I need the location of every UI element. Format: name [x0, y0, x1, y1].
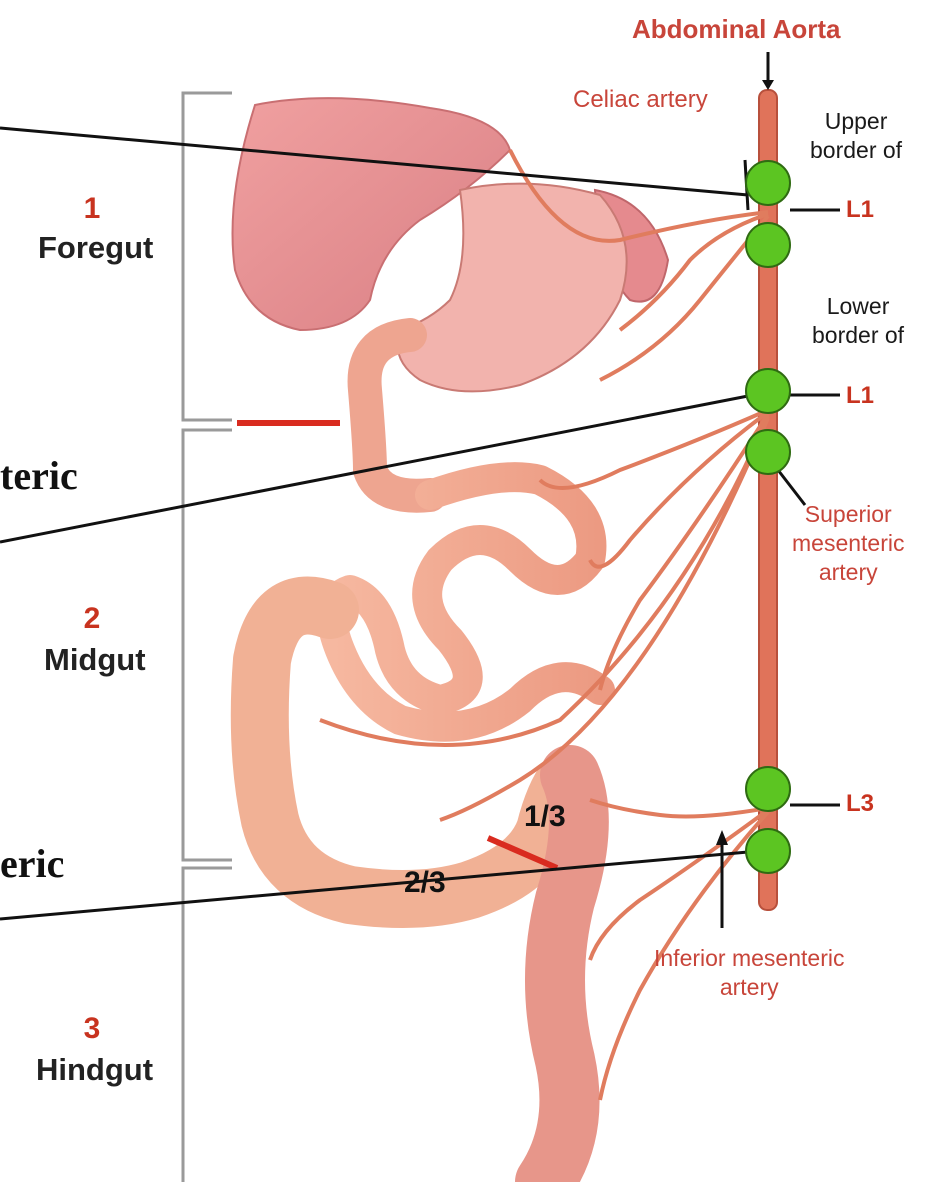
sma-cropped-label: teric	[0, 452, 78, 499]
marker-l3-top	[746, 767, 790, 811]
region-2-number: 2	[32, 602, 152, 636]
marker-upper-l1-bottom	[746, 223, 790, 267]
marker-lower-l1-top	[746, 369, 790, 413]
marker-upper-l1-top	[746, 161, 790, 205]
marker-l3-bottom	[746, 829, 790, 873]
sma-label: Superior mesenteric artery	[792, 500, 904, 587]
celiac-artery-label: Celiac artery	[573, 86, 708, 114]
proximal-fraction: 1/3	[524, 800, 566, 834]
small-intestine	[332, 477, 600, 727]
distal-fraction: 2/3	[404, 866, 446, 900]
stomach	[398, 184, 627, 392]
upper-l1-level: L1	[846, 196, 874, 224]
ima-cropped-label: eric	[0, 840, 64, 887]
region-1-name: Foregut	[38, 230, 153, 266]
region-3-number: 3	[32, 1012, 152, 1046]
region-2-name: Midgut	[44, 642, 146, 678]
lower-l1-level: L1	[846, 382, 874, 410]
l3-level: L3	[846, 790, 874, 818]
descending-colon	[545, 775, 579, 1182]
foregut-bracket	[183, 93, 232, 420]
hindgut-bracket	[183, 868, 232, 1182]
region-3-name: Hindgut	[36, 1052, 153, 1088]
marker-lower-l1-bottom	[746, 430, 790, 474]
midgut-bracket	[183, 430, 232, 860]
region-brackets	[183, 93, 232, 1182]
aorta-label: Abdominal Aorta	[632, 14, 840, 45]
upper-border-text: Upper border of	[810, 107, 902, 165]
region-1-number: 1	[32, 192, 152, 226]
ima-label: Inferior mesenteric artery	[654, 944, 844, 1002]
lower-border-text: Lower border of	[812, 292, 904, 350]
